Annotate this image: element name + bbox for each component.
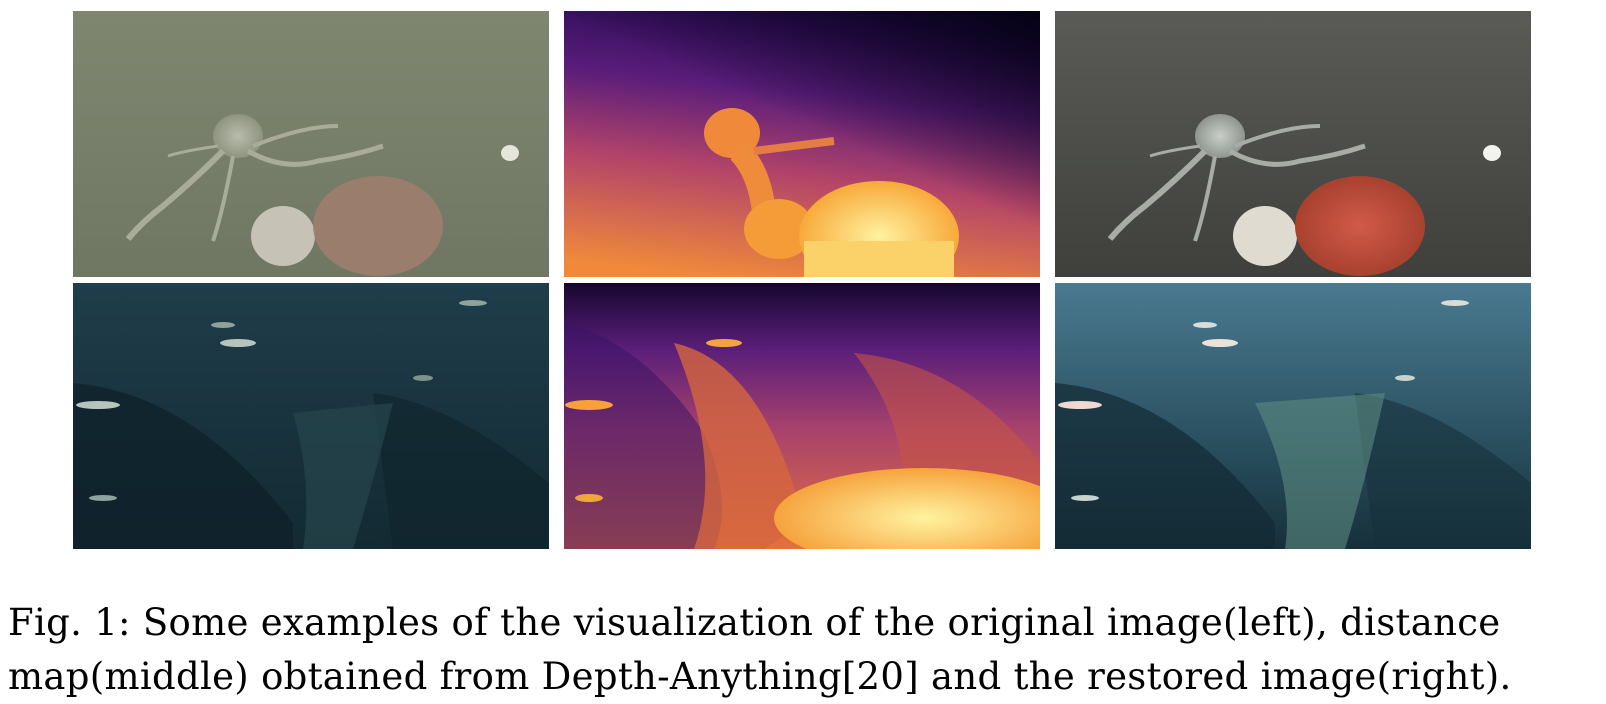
depth-map-fish-reef [564,283,1040,549]
caption-text-line2: map(middle) obtained from Depth-Anything… [8,655,1512,698]
original-image-fish-reef [73,283,549,549]
depth-map-octopus [564,11,1040,277]
restored-image-fish-reef [1055,283,1531,549]
caption-text-line1: Some examples of the visualization of th… [142,601,1501,644]
restored-image-octopus [1055,11,1531,277]
caption-label: Fig. 1: [8,601,131,644]
figure-caption: Fig. 1: Some examples of the visualizati… [8,596,1598,704]
original-image-octopus [73,11,549,277]
